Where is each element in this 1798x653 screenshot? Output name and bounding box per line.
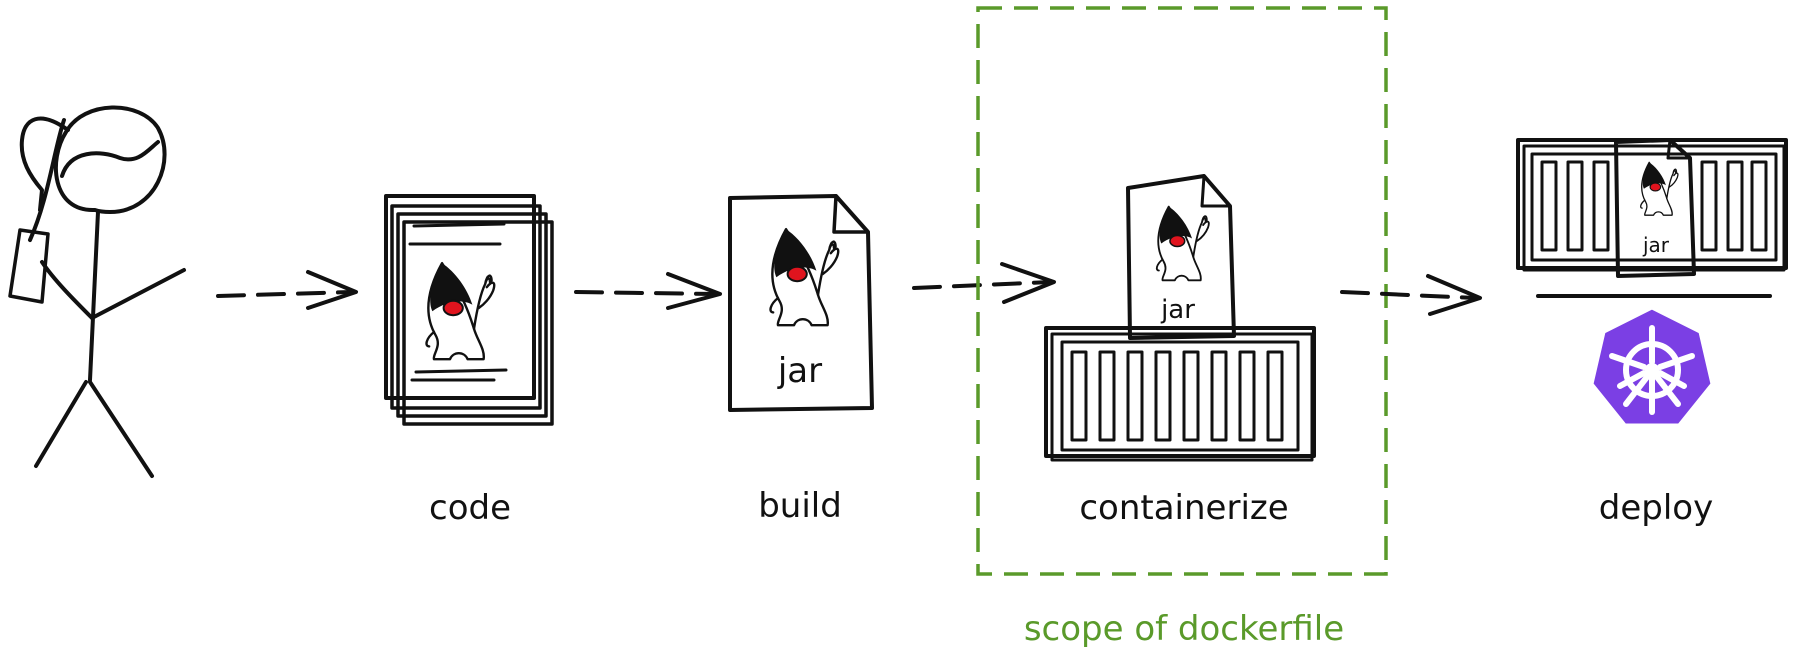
dashed-arrow-icon [574,272,722,310]
step-label-build: build [758,486,842,526]
duke-mascot-icon [1640,161,1679,216]
dockerfile-scope-box [976,6,1388,576]
kubernetes-icon [1590,306,1714,427]
step-label-deploy: deploy [1599,488,1713,528]
duke-mascot-icon [1155,205,1210,282]
step-label-containerize: containerize [1079,488,1288,528]
duke-mascot-icon [425,262,496,361]
step-label-code: code [429,488,511,528]
dashed-arrow-icon [912,262,1056,304]
container-icon: jar [1044,174,1316,462]
dashed-arrow-icon [1340,274,1482,316]
deployed-container-icon: jar [1516,138,1788,278]
jar-label: jar [1642,233,1670,257]
jar-label: jar [777,351,822,391]
jar-file-icon: jar [728,194,874,412]
jar-label: jar [1160,295,1195,325]
scope-label: scope of dockerfile [1024,609,1344,649]
code-pages-icon [384,194,554,426]
developer-figure-icon [8,105,186,478]
duke-mascot-icon [769,227,840,327]
dashed-arrow-icon [216,270,358,310]
